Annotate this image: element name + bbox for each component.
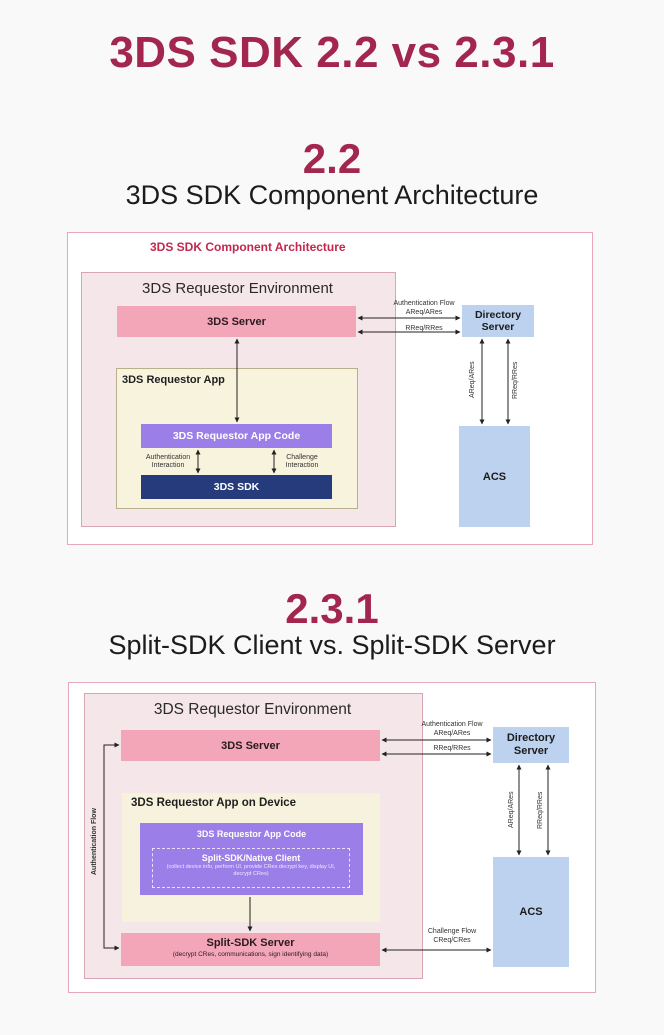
section1-vertical-rreq-label: RReq/RRes — [512, 361, 519, 399]
section1-acs: ACS — [459, 426, 530, 527]
section1-vertical-areq-label: AReq/ARes — [469, 361, 476, 399]
section2-3ds-server: 3DS Server — [121, 730, 380, 761]
section1-diagram-title: 3DS SDK Component Architecture — [150, 240, 346, 254]
section2-vertical-areq-label: AReq/ARes — [508, 791, 515, 829]
section2-auth-flow-label: Authentication Flow — [421, 721, 483, 728]
section1-rreq-label: RReq/RRes — [405, 325, 443, 332]
section2-split-sdk-server: Split-SDK Server (decrypt CRes, communic… — [121, 933, 380, 966]
section2-challenge-flow-label: Challenge Flow — [427, 928, 477, 935]
section2-subtitle: Split-SDK Client vs. Split-SDK Server — [108, 630, 556, 660]
section1-app-code: 3DS Requestor App Code — [141, 424, 332, 448]
section1-3ds-server: 3DS Server — [117, 306, 356, 337]
section2-rreq-label: RReq/RRes — [433, 745, 471, 752]
section2-split-server-label: Split-SDK Server — [206, 937, 295, 949]
section1-app-label: 3DS Requestor App — [122, 374, 225, 386]
section2-native-client: Split-SDK/Native Client (collect device … — [152, 848, 350, 888]
section2-environment-label: 3DS Requestor Environment — [153, 701, 352, 718]
section2-app-code-label: 3DS Requestor App Code — [196, 829, 307, 839]
section1-3ds-sdk: 3DS SDK — [141, 475, 332, 499]
section1-version: 2.2 — [302, 135, 362, 182]
section1-auth-interaction-label: Authentication Interaction — [145, 454, 191, 470]
section2-directory-server: Directory Server — [493, 727, 569, 763]
section1-areq-label: AReq/ARes — [405, 309, 443, 316]
section2-app-code: 3DS Requestor App Code — [140, 823, 363, 895]
section1-environment-label: 3DS Requestor Environment — [142, 280, 333, 297]
section1-directory-server: Directory Server — [462, 305, 534, 337]
section2-split-server-desc: (decrypt CRes, communications, sign iden… — [172, 951, 329, 958]
page-title: 3DS SDK 2.2 vs 2.3.1 — [109, 28, 555, 77]
section2-native-client-label: Split-SDK/Native Client — [201, 853, 301, 863]
section2-version: 2.3.1 — [285, 585, 379, 632]
section2-areq-label: AReq/ARes — [433, 730, 471, 737]
section1-auth-flow-label: Authentication Flow — [393, 300, 455, 307]
section2-vertical-auth-flow-label: Authentication Flow — [91, 808, 98, 876]
section2-vertical-rreq-label: RReq/RRes — [537, 791, 544, 829]
section2-creq-label: CReq/CRes — [433, 937, 471, 944]
section1-subtitle: 3DS SDK Component Architecture — [125, 180, 539, 210]
section2-app-label: 3DS Requestor App on Device — [131, 797, 297, 809]
section2-acs: ACS — [493, 857, 569, 967]
section1-challenge-interaction-label: Challenge Interaction — [285, 454, 319, 470]
section2-native-client-desc: (collect device info, perform UI, provid… — [166, 864, 336, 877]
